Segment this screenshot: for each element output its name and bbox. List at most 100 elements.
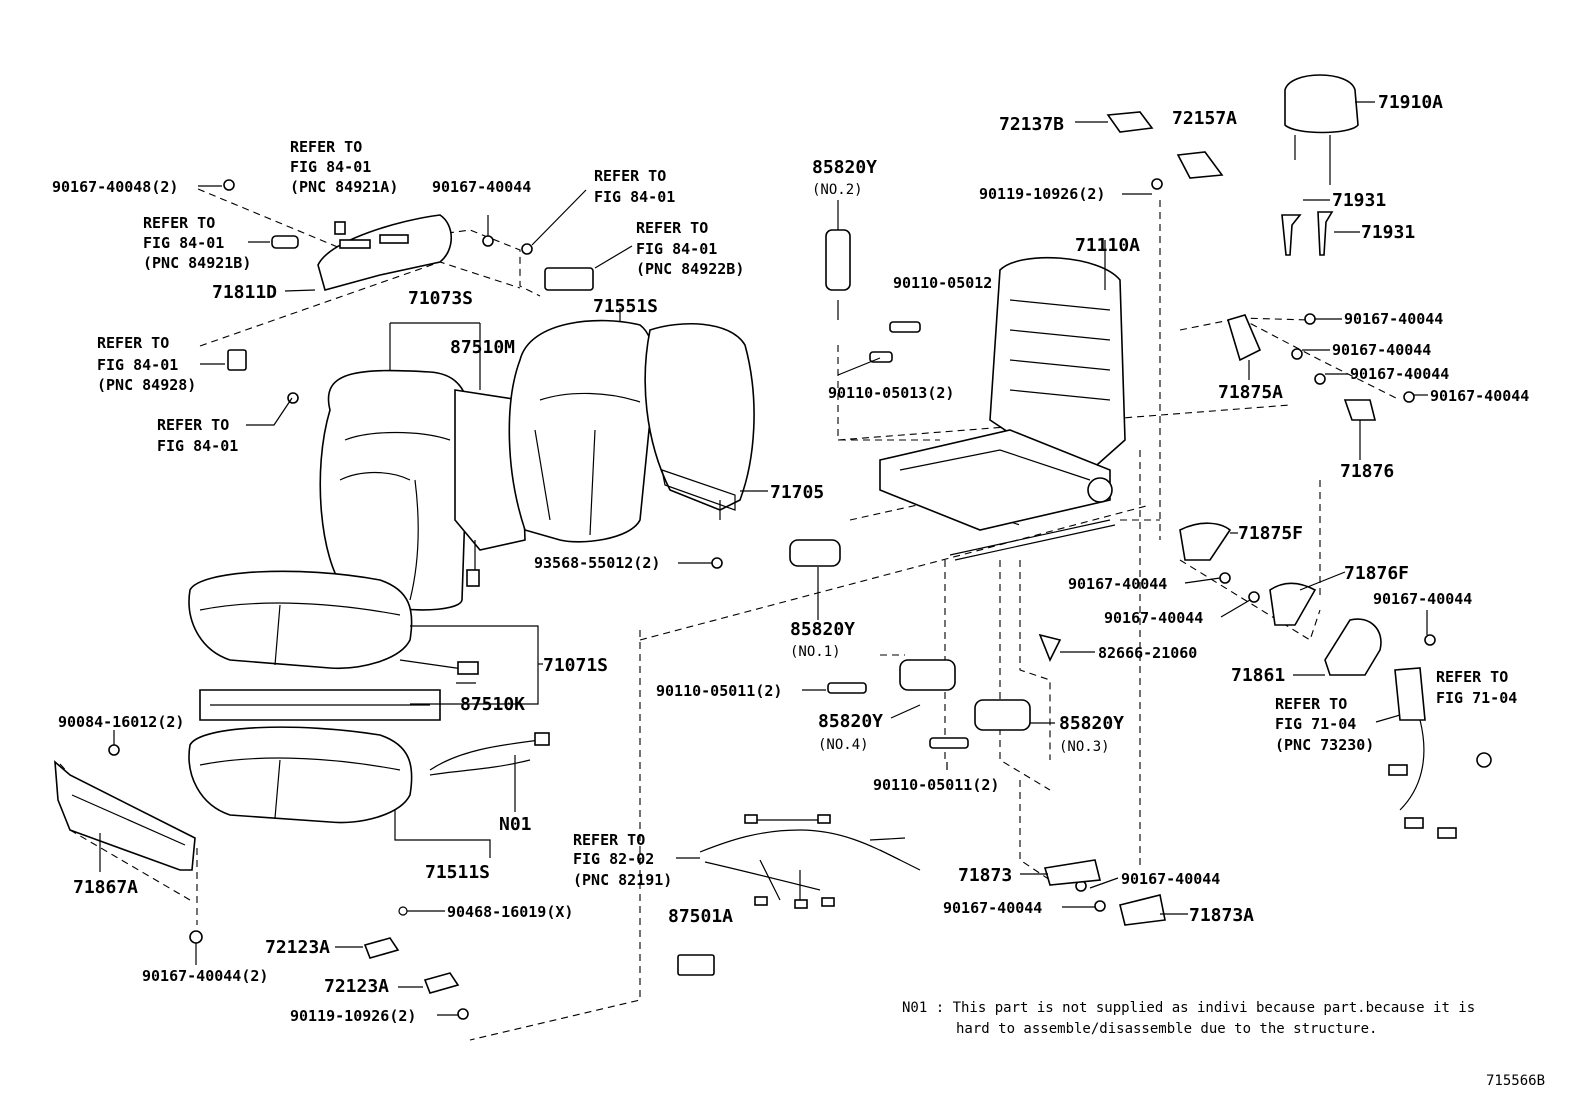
label-refer-82191-1: REFER TO	[573, 831, 645, 849]
label-71861: 71861	[1231, 665, 1285, 686]
label-90167-40048: 90167-40048(2)	[52, 178, 178, 196]
label-refer-b-2: FIG 84-01	[157, 437, 238, 455]
label-71073s: 71073S	[408, 288, 473, 309]
label-90167-40044-r8: 90167-40044	[1121, 870, 1220, 888]
wire-n01	[429, 732, 550, 776]
label-refer-7104-1: REFER TO	[1436, 668, 1508, 686]
cushion-pad-71511s	[188, 726, 413, 824]
label-93568-55012: 93568-55012(2)	[534, 554, 660, 572]
label-refer-73230-1: REFER TO	[1275, 695, 1347, 713]
label-72137b: 72137B	[999, 114, 1064, 135]
label-refer-82191-2: FIG 82-02	[573, 850, 654, 868]
note-line-1: N01 : This part is not supplied as indiv…	[902, 1000, 1475, 1016]
label-90167-40044-r4: 90167-40044	[1430, 387, 1529, 405]
side-cover-71811d	[317, 214, 453, 291]
seatback-cover-71073s	[319, 369, 470, 611]
label-refer-b-1: REFER TO	[157, 416, 229, 434]
label-85820y-no2: 85820Y	[812, 157, 877, 178]
figure-id: 715566B	[1486, 1073, 1545, 1089]
label-87510m: 87510M	[450, 337, 515, 358]
label-71931-b: 71931	[1361, 222, 1415, 243]
seat-frame-71110a	[879, 256, 1126, 561]
label-87510k: 87510K	[460, 694, 525, 715]
label-90110-05012: 90110-05012	[893, 274, 992, 292]
label-71875f: 71875F	[1238, 523, 1303, 544]
label-90167-40044-r9: 90167-40044	[943, 899, 1042, 917]
label-refer-84921b-1: REFER TO	[143, 214, 215, 232]
label-refer-82191-3: (PNC 82191)	[573, 871, 672, 889]
label-n01: N01	[499, 814, 532, 835]
label-71910a: 71910A	[1378, 92, 1443, 113]
label-refer-84921a-2: FIG 84-01	[290, 158, 371, 176]
label-90119-10926-a: 90119-10926(2)	[979, 185, 1105, 203]
label-refer-7104-2: FIG 71-04	[1436, 689, 1517, 707]
label-refer-73230-2: FIG 71-04	[1275, 715, 1356, 733]
label-71876: 71876	[1340, 461, 1394, 482]
label-71876f: 71876F	[1344, 563, 1409, 584]
label-refer-84921b-2: FIG 84-01	[143, 234, 224, 252]
label-refer-84921a-3: (PNC 84921A)	[290, 178, 398, 196]
label-71867a: 71867A	[73, 877, 138, 898]
label-refer-84922b-3: (PNC 84922B)	[636, 260, 744, 278]
label-90167-40044-r3: 90167-40044	[1350, 365, 1449, 383]
label-90167-40044-r1: 90167-40044	[1344, 310, 1443, 328]
part-labels: 90167-40048(2) REFER TO FIG 84-01 (PNC 8…	[52, 92, 1529, 1025]
heater-87510k	[199, 659, 479, 721]
seatback-board-71705	[644, 322, 755, 520]
label-90167-40044-r6: 90167-40044	[1104, 609, 1203, 627]
cushion-shield-71867a	[54, 760, 196, 871]
label-no3: (NO.3)	[1059, 739, 1110, 755]
label-82666-21060: 82666-21060	[1098, 644, 1197, 662]
label-90167-40044-r2: 90167-40044	[1332, 341, 1431, 359]
label-85820y-no3: 85820Y	[1059, 713, 1124, 734]
small-parts	[363, 74, 1457, 994]
label-71110a: 71110A	[1075, 235, 1140, 256]
label-refer-a-2: FIG 84-01	[594, 188, 675, 206]
label-refer-73230-3: (PNC 73230)	[1275, 736, 1374, 754]
label-71551s: 71551S	[593, 296, 658, 317]
label-85820y-no4: 85820Y	[818, 711, 883, 732]
label-refer-84922b-1: REFER TO	[636, 219, 708, 237]
label-90167-40044-r7: 90167-40044	[1373, 590, 1472, 608]
motors-85820y	[789, 200, 1031, 731]
wire-harness	[699, 814, 921, 909]
leader-lines	[99, 101, 1428, 1016]
label-refer-84928-2: FIG 84-01	[97, 356, 178, 374]
label-refer-84921a-1: REFER TO	[290, 138, 362, 156]
cushion-cover-71071s	[188, 570, 413, 670]
label-refer-84922b-2: FIG 84-01	[636, 240, 717, 258]
label-90468-16019: 90468-16019(X)	[447, 903, 573, 921]
label-71875a: 71875A	[1218, 382, 1283, 403]
label-71873: 71873	[958, 865, 1012, 886]
heater-87510m	[454, 389, 526, 587]
label-no4: (NO.4)	[818, 737, 869, 753]
label-71811d: 71811D	[212, 282, 277, 303]
note-line-2: hard to assemble/disassemble due to the …	[956, 1021, 1377, 1037]
label-no1: (NO.1)	[790, 644, 841, 660]
label-72123a-2: 72123A	[324, 976, 389, 997]
label-90167-40044-a: 90167-40044	[432, 178, 531, 196]
label-90119-10926-b: 90119-10926(2)	[290, 1007, 416, 1025]
label-71873a: 71873A	[1189, 905, 1254, 926]
label-refer-84928-3: (PNC 84928)	[97, 376, 196, 394]
label-71071s: 71071S	[543, 655, 608, 676]
label-87501a: 87501A	[668, 906, 733, 927]
label-72157a: 72157A	[1172, 108, 1237, 129]
label-71705: 71705	[770, 482, 824, 503]
label-refer-a-1: REFER TO	[594, 167, 666, 185]
label-71931-a: 71931	[1332, 190, 1386, 211]
label-90167-40044-2: 90167-40044(2)	[142, 967, 268, 985]
label-90167-40044-r5: 90167-40044	[1068, 575, 1167, 593]
footnote: N01 : This part is not supplied as indiv…	[902, 1000, 1475, 1037]
label-refer-84928-1: REFER TO	[97, 334, 169, 352]
label-72123a-1: 72123A	[265, 937, 330, 958]
label-90110-05013: 90110-05013(2)	[828, 384, 954, 402]
label-85820y-no1: 85820Y	[790, 619, 855, 640]
label-no2: (NO.2)	[812, 182, 863, 198]
label-71511s: 71511S	[425, 862, 490, 883]
label-90110-05011-b: 90110-05011(2)	[873, 776, 999, 794]
switches	[227, 235, 594, 371]
label-90084-16012: 90084-16012(2)	[58, 713, 184, 731]
dashed-guide-lines	[59, 188, 1401, 1041]
